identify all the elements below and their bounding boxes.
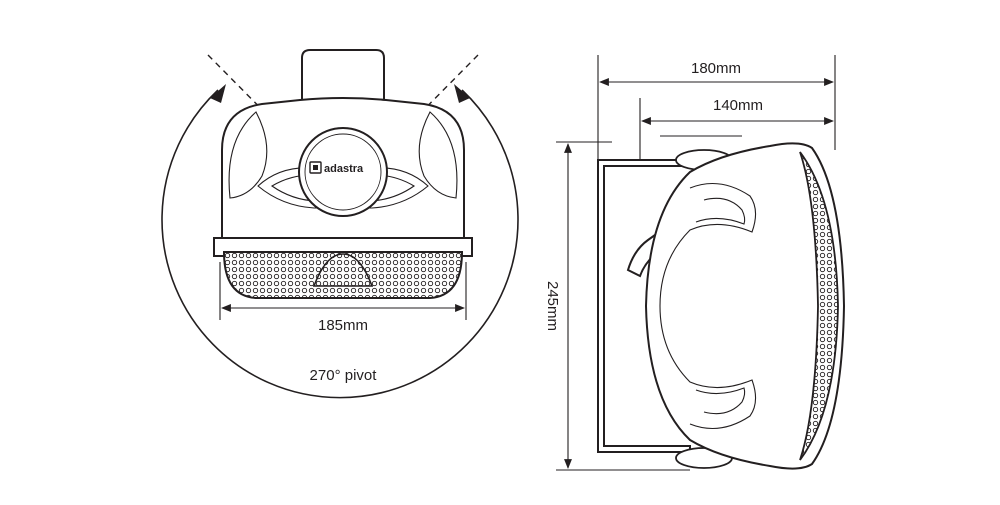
speaker-side-contour-outer <box>659 183 757 429</box>
pivot-arc <box>161 89 519 399</box>
pivot-arrow-right <box>454 84 470 103</box>
speaker-left-lobe <box>228 111 268 199</box>
width-label: 185mm <box>318 317 368 334</box>
speaker-side-contour-inner <box>695 197 746 225</box>
pivot-boss <box>298 127 388 217</box>
side-view: 180mm 140mm 245mm <box>544 55 846 471</box>
front-view: adastra 185mm 270° pivot <box>161 49 519 399</box>
pivot-boss-rim <box>304 133 382 211</box>
height-label: 245mm <box>544 281 561 331</box>
speaker-side-contour-inner-bottom <box>695 387 746 415</box>
speaker-right-lobe <box>418 111 458 199</box>
speaker-grille-side <box>799 151 839 461</box>
pivot-arrow-left <box>210 84 226 103</box>
speaker-front-swoosh <box>257 167 429 209</box>
brand-logo: adastra <box>309 161 364 175</box>
speaker-grille-bump <box>312 253 374 287</box>
bracket-depth-label: 140mm <box>713 97 763 114</box>
depth-label: 180mm <box>691 60 741 77</box>
speaker-body-side <box>644 142 846 470</box>
pivot-label: 270° pivot <box>310 367 378 384</box>
brand-logo-text: adastra <box>324 163 364 175</box>
